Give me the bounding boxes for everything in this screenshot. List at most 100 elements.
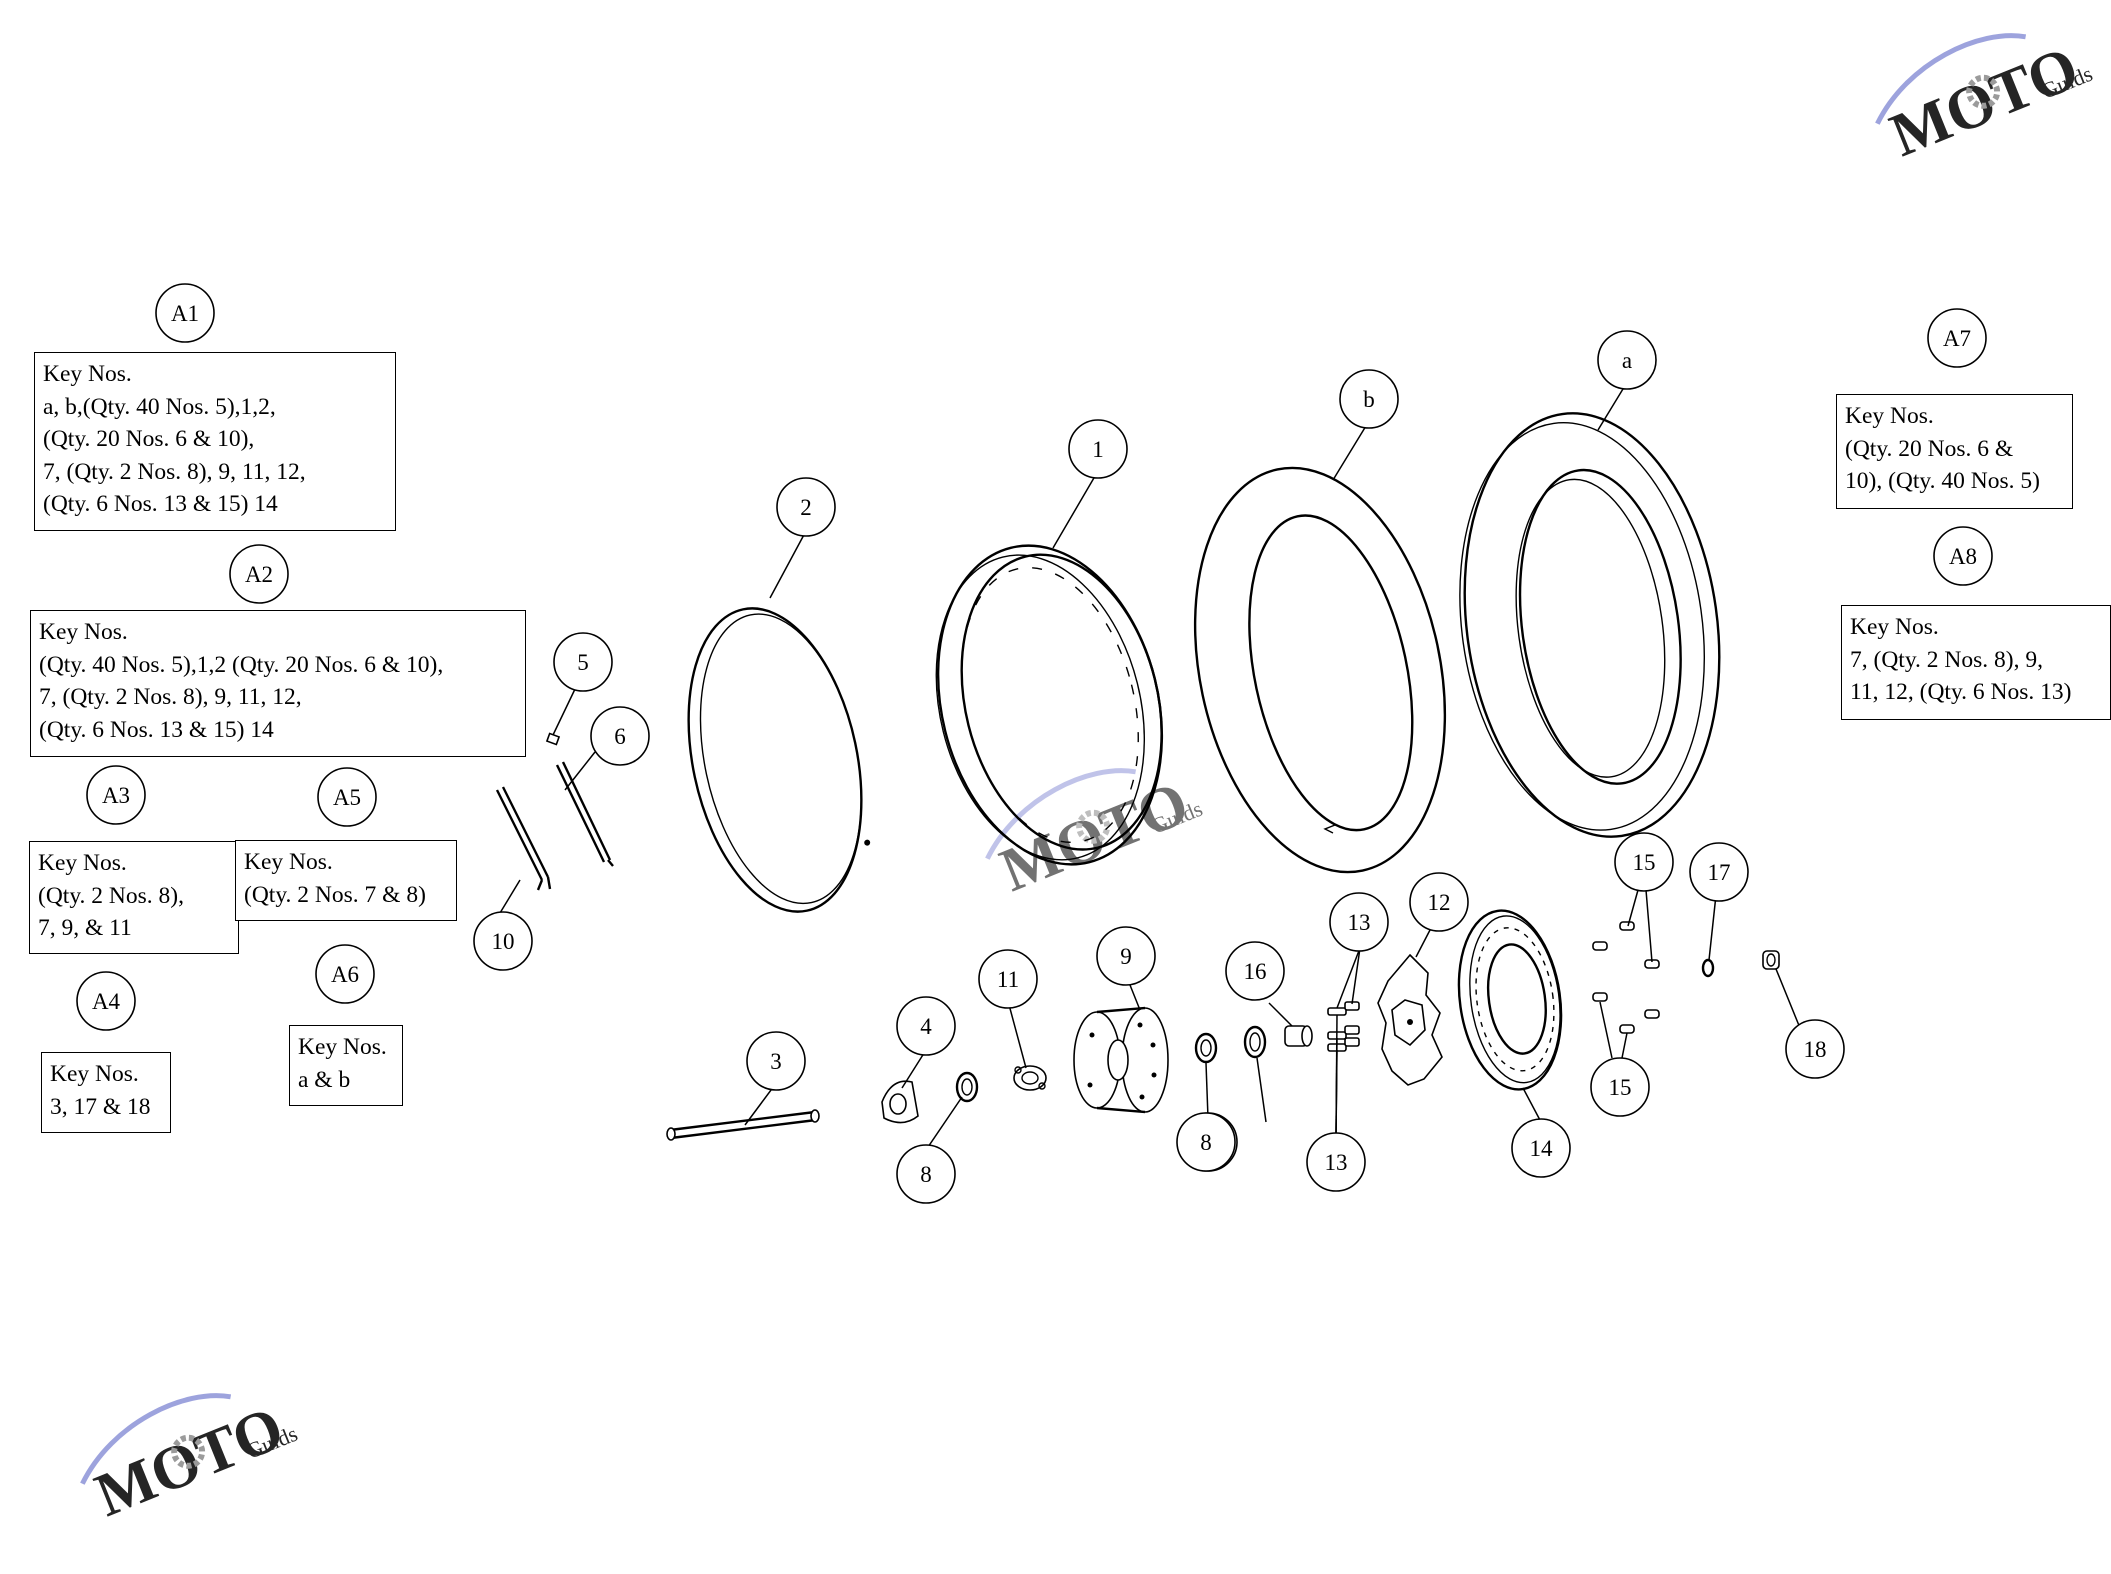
callout-label: 2 bbox=[800, 495, 812, 520]
callout-label: 3 bbox=[770, 1049, 782, 1074]
callout-label: 8 bbox=[920, 1162, 932, 1187]
key-box-line: (Qty. 6 Nos. 13 & 15) 14 bbox=[39, 716, 274, 743]
watermark-logo-top-right: MOTO Guids bbox=[1875, 33, 2096, 170]
leader-lines bbox=[499, 383, 1801, 1151]
key-box-line: (Qty. 2 Nos. 8), bbox=[38, 882, 184, 909]
callout-label: A6 bbox=[331, 962, 359, 987]
assembly-key-box-a1: Key Nos.a, b,(Qty. 40 Nos. 5),1,2,(Qty. … bbox=[34, 352, 396, 531]
part-1-rim bbox=[935, 544, 1164, 866]
part-callout-6: 6 bbox=[590, 706, 650, 766]
part-18-nut bbox=[1762, 950, 1780, 970]
assembly-key-box-a5: Key Nos. (Qty. 2 Nos. 7 & 8) bbox=[235, 840, 457, 921]
part-callout-a: a bbox=[1597, 330, 1657, 390]
assembly-callout-a7: A7 bbox=[1927, 308, 1987, 368]
part-callout-3: 3 bbox=[746, 1031, 806, 1091]
callout-label: A7 bbox=[1943, 326, 1971, 351]
callout-label: 12 bbox=[1428, 890, 1451, 915]
key-box-line: (Qty. 20 Nos. 6 & bbox=[1845, 435, 2014, 462]
part-14-brake-disc bbox=[1457, 909, 1563, 1091]
watermark-brand: MOTO bbox=[1881, 34, 2087, 170]
part-callout-1: 1 bbox=[1068, 419, 1128, 479]
callout-label: 8 bbox=[1200, 1130, 1212, 1155]
key-box-line: 7, 9, & 11 bbox=[38, 915, 132, 941]
assembly-callout-a3: A3 bbox=[86, 765, 146, 825]
assembly-key-box-a4: Key Nos. 3, 17 & 18 bbox=[41, 1052, 171, 1133]
part-8-bearing-right bbox=[1194, 1032, 1218, 1064]
part-callout-9: 9 bbox=[1096, 926, 1156, 986]
assembly-callout-a1: A1 bbox=[155, 283, 215, 343]
part-15-bolts bbox=[1592, 921, 1660, 1034]
part-16-collar bbox=[1284, 1025, 1313, 1047]
part-9-hub bbox=[1073, 1006, 1169, 1114]
callout-label: 5 bbox=[577, 650, 589, 675]
callout-label: A2 bbox=[245, 562, 273, 587]
key-box-line: 3, 17 & 18 bbox=[50, 1093, 151, 1120]
assembly-callout-a8: A8 bbox=[1933, 526, 1993, 586]
callout-label: A5 bbox=[333, 785, 361, 810]
key-box-line: Key Nos. bbox=[38, 850, 127, 876]
watermark-logo-center: MOTO Guids bbox=[985, 768, 1206, 905]
part-8-bearing-left bbox=[955, 1071, 979, 1103]
part-callout-17: 17 bbox=[1689, 842, 1749, 902]
callout-label: 13 bbox=[1325, 1150, 1348, 1175]
callout-label: 4 bbox=[920, 1014, 932, 1039]
callout-label: A8 bbox=[1949, 544, 1977, 569]
part-b-inner-tube bbox=[1193, 466, 1447, 874]
key-box-line: Key Nos. bbox=[1845, 403, 1934, 429]
part-callout-12: 12 bbox=[1409, 872, 1469, 932]
part-callout-10: 10 bbox=[473, 911, 533, 971]
callout-label: 15 bbox=[1633, 850, 1656, 875]
part-17-washer bbox=[1701, 958, 1715, 978]
watermark-brand: MOTO bbox=[991, 769, 1197, 905]
part-callout-11: 11 bbox=[978, 949, 1038, 1009]
key-box-line: Key Nos. bbox=[244, 849, 333, 875]
key-box-line: (Qty. 2 Nos. 7 & 8) bbox=[244, 881, 426, 908]
callout-label: A3 bbox=[102, 783, 130, 808]
part-4-spacer bbox=[881, 1080, 919, 1124]
assembly-key-box-a6: Key Nos.a & b bbox=[289, 1025, 403, 1106]
key-box-line: Key Nos. bbox=[39, 619, 128, 645]
part-callout-15: 15 bbox=[1590, 1057, 1650, 1117]
callout-label: A4 bbox=[92, 989, 121, 1014]
key-box-line: 7, (Qty. 2 Nos. 8), 9, 11, 12, bbox=[39, 684, 302, 710]
callout-label: 6 bbox=[614, 724, 626, 749]
callout-label: b bbox=[1363, 387, 1375, 412]
assembly-callout-a2: A2 bbox=[229, 544, 289, 604]
key-box-line: (Qty. 20 Nos. 6 & 10), bbox=[43, 426, 255, 452]
callout-layer: A1A2A3A4A5A6A7A8ab1234567889101112131314… bbox=[76, 283, 1993, 1204]
part-callout-b: b bbox=[1339, 369, 1399, 429]
part-callout-18: 18 bbox=[1785, 1019, 1845, 1079]
callout-label: 11 bbox=[997, 967, 1019, 992]
assembly-key-box-a3: Key Nos. (Qty. 2 Nos. 8), 7, 9, & 11 bbox=[29, 841, 239, 954]
part-5-nipple bbox=[545, 732, 561, 746]
part-callout-5: 5 bbox=[553, 632, 613, 692]
callout-label: 9 bbox=[1120, 944, 1132, 969]
callout-label: A1 bbox=[171, 301, 199, 326]
callout-label: 1 bbox=[1092, 437, 1104, 462]
assembly-callout-a6: A6 bbox=[315, 944, 375, 1004]
part-7-seal bbox=[1243, 1025, 1267, 1059]
part-callout-8: 8 bbox=[896, 1144, 956, 1204]
callout-label: a bbox=[1622, 348, 1632, 373]
part-callout-13: 13 bbox=[1306, 1132, 1366, 1192]
assembly-callout-a5: A5 bbox=[317, 767, 377, 827]
watermark-logo-bottom-left: MOTO Guids bbox=[80, 1393, 301, 1530]
key-box-line: Key Nos. bbox=[50, 1061, 139, 1087]
part-callout-16: 16 bbox=[1225, 941, 1285, 1001]
part-10-spoke bbox=[495, 786, 552, 891]
key-box-line: Key Nos. bbox=[298, 1034, 387, 1060]
key-box-line: (Qty. 40 Nos. 5),1,2 (Qty. 20 Nos. 6 & 1… bbox=[39, 651, 444, 678]
key-box-line: 11, 12, (Qty. 6 Nos. 13) bbox=[1850, 679, 2072, 705]
assembly-key-box-a2: Key Nos. (Qty. 40 Nos. 5),1,2 (Qty. 20 No… bbox=[30, 610, 526, 757]
part-11-drive bbox=[1013, 1065, 1047, 1091]
callout-label: 17 bbox=[1708, 860, 1731, 885]
part-3-axle bbox=[666, 1109, 820, 1141]
assembly-callout-a4: A4 bbox=[76, 971, 136, 1031]
key-box-line: 7, (Qty. 2 Nos. 8), 9, 11, 12, bbox=[43, 458, 306, 485]
part-2-rim-band bbox=[687, 607, 871, 913]
callout-label: 13 bbox=[1348, 910, 1371, 935]
assembly-key-box-a8: Key Nos.7, (Qty. 2 Nos. 8), 9,11, 12, (Q… bbox=[1841, 605, 2111, 720]
part-callout-15: 15 bbox=[1614, 832, 1674, 892]
part-callout-2: 2 bbox=[776, 477, 836, 537]
